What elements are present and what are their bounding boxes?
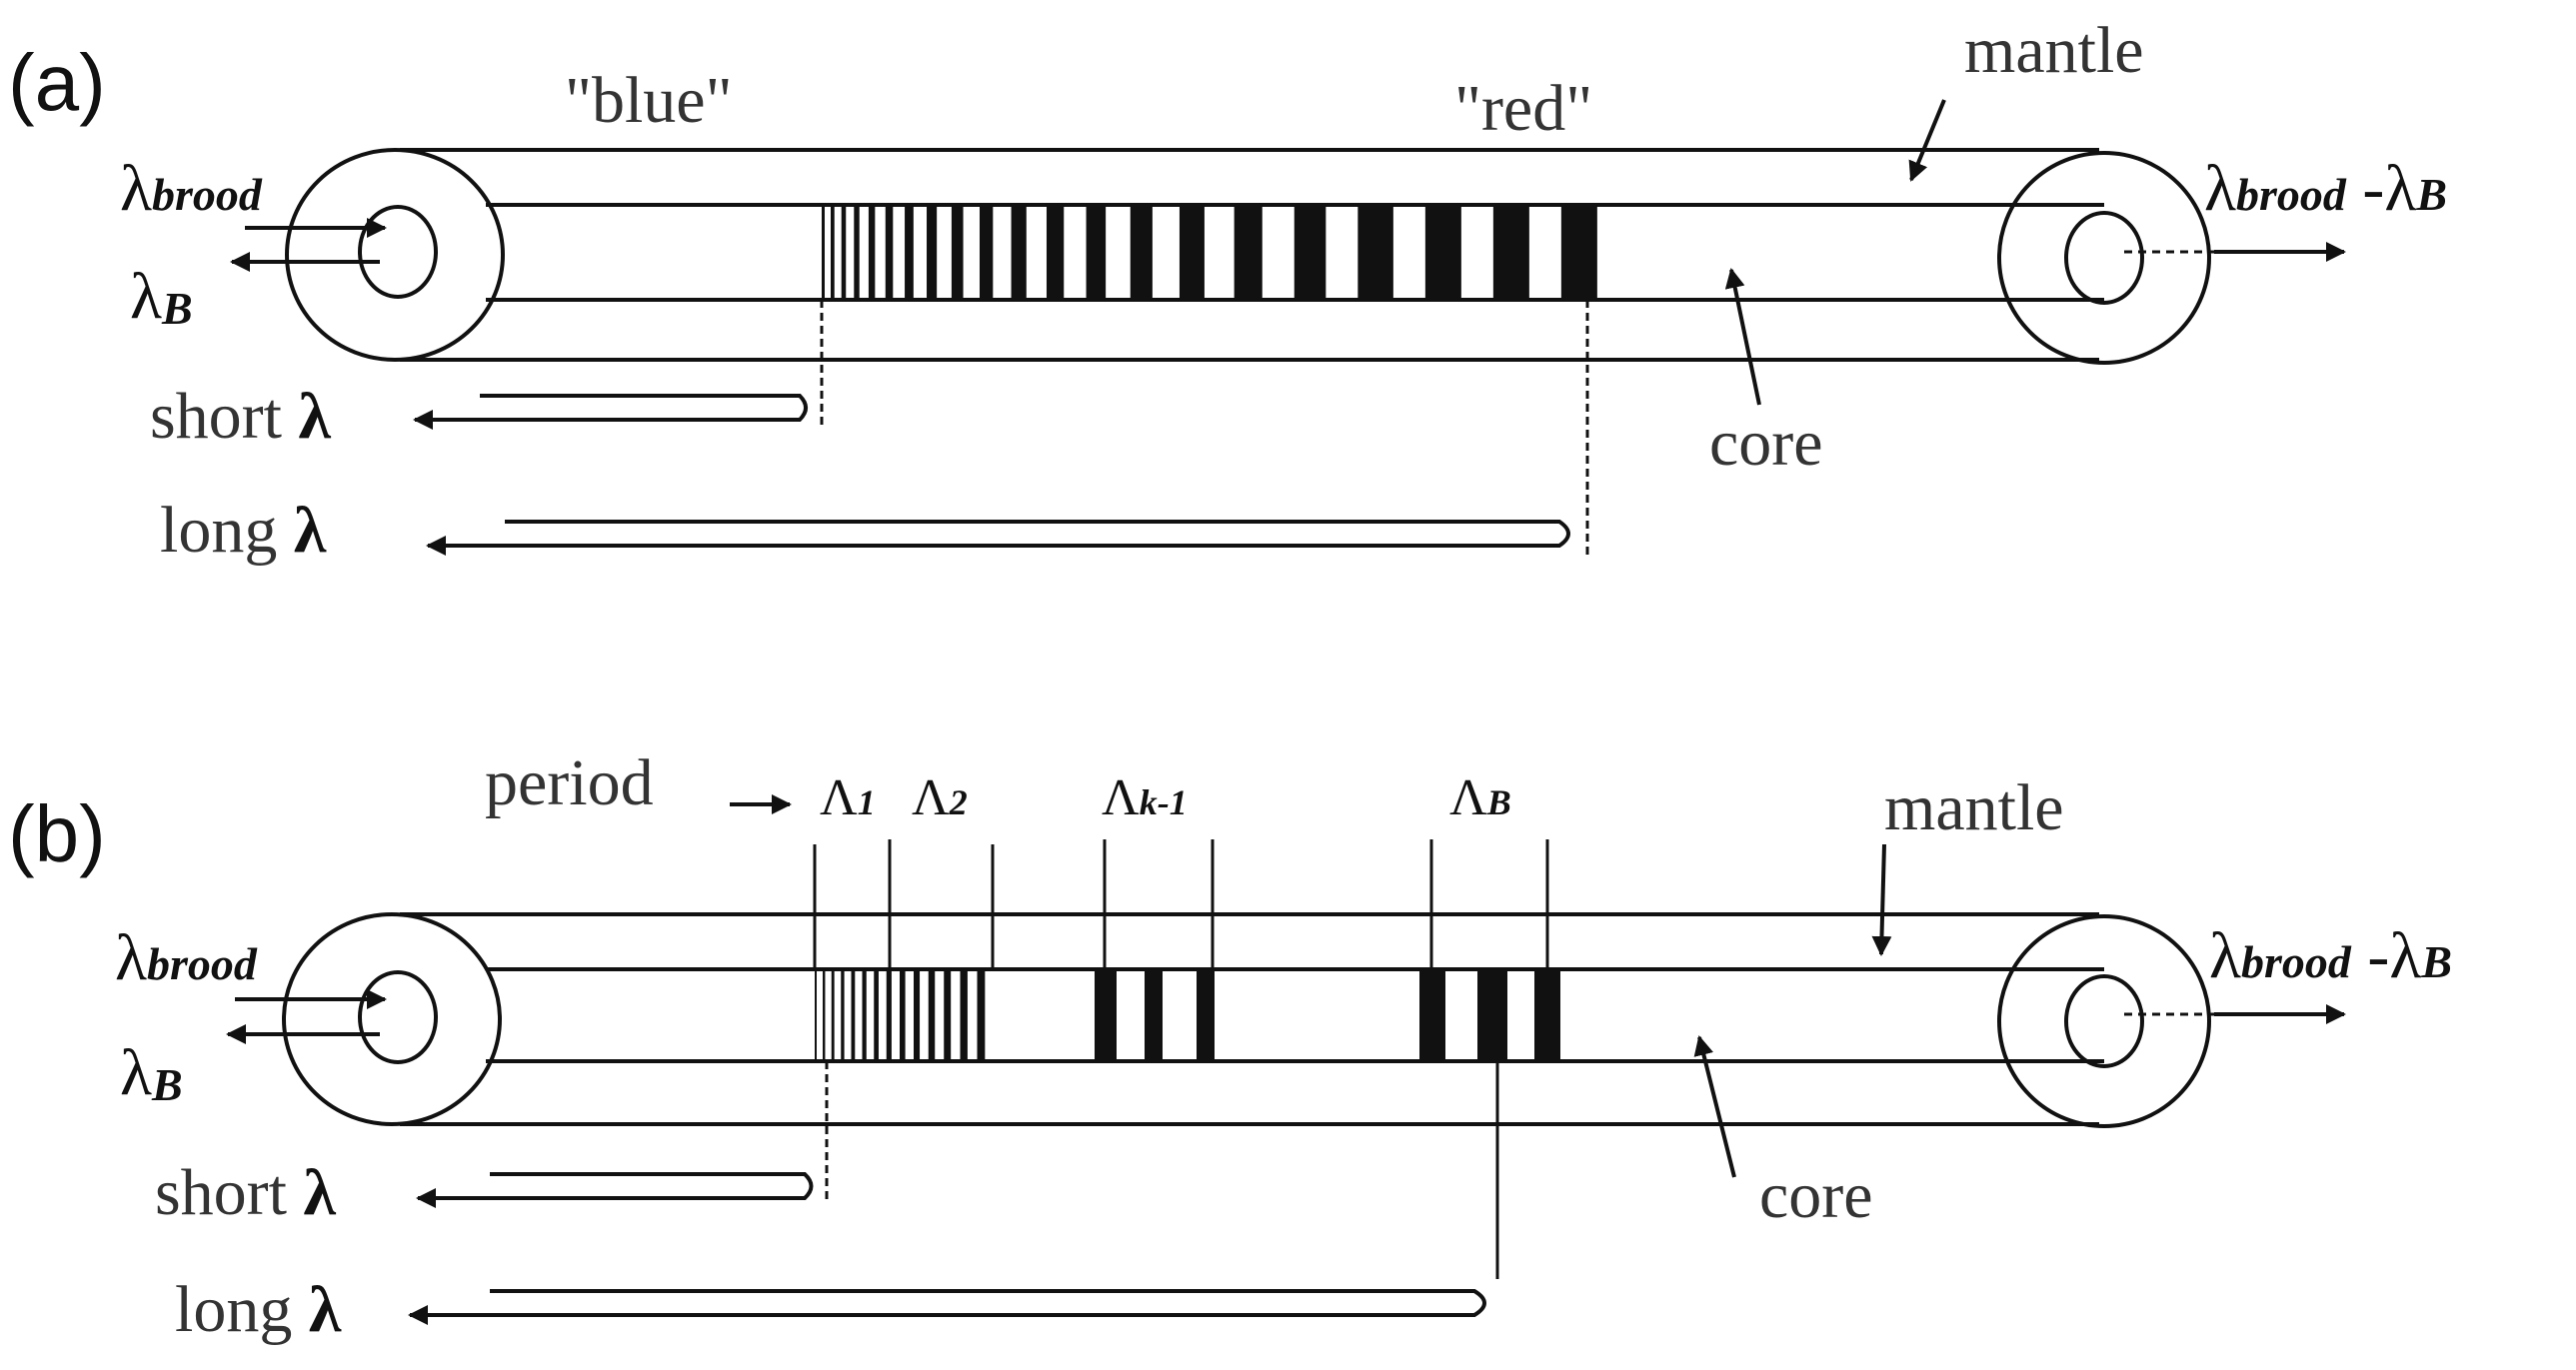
long-label-a: long λ [160, 494, 327, 567]
period-ticks [813, 839, 1549, 969]
grating-stripe [822, 205, 825, 300]
short-label-a: short λ [150, 380, 332, 453]
grating-stripe [831, 205, 835, 300]
grating-stripe [823, 969, 826, 1061]
period-label: period [485, 746, 654, 819]
grating-stripe [1424, 205, 1461, 300]
core-pointer-b [1693, 1035, 1736, 1178]
step-chirped-grating [815, 969, 1560, 1061]
grating-stripe [1357, 205, 1393, 300]
panel-b: (b) λbrood λB λbrood -λB period Λ1 Λ2 Λk… [8, 746, 2452, 1346]
grating-stripe [1086, 205, 1107, 300]
mantle-label-b: mantle [1884, 771, 2064, 844]
mantle-label-a: mantle [1964, 14, 2144, 87]
grating-stripe [831, 969, 835, 1061]
panel-b-label: (b) [8, 789, 106, 878]
long-path-b [408, 1289, 1486, 1325]
lambda-output-a: λbrood -λB [2204, 152, 2447, 225]
period-lambda-1: Λ1 [820, 769, 876, 826]
grating-stripe [979, 205, 994, 300]
mantle-pointer-a [1908, 99, 1946, 182]
grating-stripe [886, 969, 892, 1061]
lambda-output-b: λbrood -λB [2209, 919, 2452, 992]
grating-stripe [1534, 969, 1560, 1061]
grating-stripe [885, 205, 894, 300]
grating-stripe [900, 969, 906, 1061]
grating-stripe [1477, 969, 1507, 1061]
red-label: "red" [1454, 72, 1592, 145]
grating-stripe [874, 969, 879, 1061]
grating-stripe [1145, 969, 1163, 1061]
fiber-core-b [486, 967, 2104, 1063]
grating-stripe [1179, 205, 1205, 300]
grating-stripe [927, 205, 938, 300]
period-lambda-k-1: Λk-1 [1102, 769, 1188, 826]
panel-a: (a) λbrood λB λbrood -λB "blue" "red" ma… [8, 14, 2447, 567]
core-label-a: core [1709, 407, 1823, 480]
mantle-pointer-b [1871, 843, 1892, 956]
grating-stripe [1419, 969, 1445, 1061]
short-path-a [413, 394, 808, 430]
blue-label: "blue" [565, 64, 733, 137]
long-label-b: long λ [175, 1273, 342, 1346]
grating-stripe [1011, 205, 1027, 300]
panel-a-label: (a) [8, 38, 106, 127]
grating-stripe [841, 205, 847, 300]
lambda-b-reflected-b: λB [120, 1036, 183, 1110]
period-lambda-b: ΛB [1449, 769, 1511, 826]
grating-stripe [854, 205, 860, 300]
grating-stripe [914, 969, 921, 1061]
grating-stripe [1130, 205, 1153, 300]
fiber-mantle-a [285, 148, 2211, 365]
grating-stripe [841, 969, 845, 1061]
short-path-b [416, 1172, 814, 1208]
grating-stripe [977, 969, 986, 1061]
grating-stripe [1560, 205, 1597, 300]
long-path-a [426, 520, 1570, 556]
grating-stripe [944, 969, 952, 1061]
grating-stripe [851, 969, 856, 1061]
lambda-brood-input-a: λbrood [120, 152, 263, 225]
fiber-mantle-b [282, 912, 2211, 1128]
period-lambda-2: Λ2 [912, 769, 968, 826]
grating-stripe [951, 205, 964, 300]
grating-stripe [1046, 205, 1065, 300]
core-pointer-a [1724, 268, 1761, 406]
lambda-b-reflected-a: λB [130, 260, 193, 334]
grating-stripe [1234, 205, 1263, 300]
grating-stripe [1492, 205, 1529, 300]
short-label-b: short λ [155, 1156, 337, 1229]
lambda-brood-input-b: λbrood [115, 921, 258, 994]
core-label-b: core [1759, 1159, 1873, 1232]
grating-stripe [1293, 205, 1326, 300]
grating-stripe [815, 969, 817, 1061]
grating-stripe [1095, 969, 1117, 1061]
grating-stripe [905, 205, 914, 300]
grating-stripe [868, 205, 876, 300]
chirped-grating [822, 205, 1597, 300]
grating-stripe [1197, 969, 1215, 1061]
grating-stripe [928, 969, 936, 1061]
grating-stripe [862, 969, 867, 1061]
grating-stripe [960, 969, 968, 1061]
